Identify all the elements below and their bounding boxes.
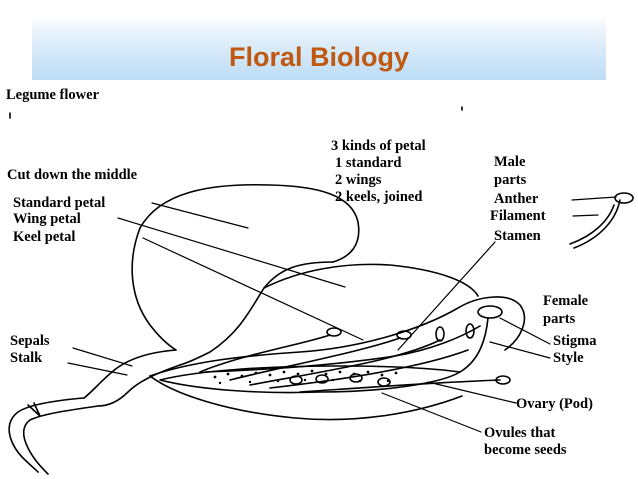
stigma-shape (477, 305, 503, 319)
wing-petal-outline (179, 261, 334, 366)
title-banner (32, 16, 606, 80)
label-ovules-2: become seeds (484, 442, 567, 458)
stalk (8, 397, 99, 475)
label-stamen: Stamen (494, 228, 541, 244)
label-filament: Filament (490, 208, 546, 224)
petal-kind-keels: 2 keels, joined (335, 189, 423, 205)
label-ovules-1: Ovules that (484, 425, 556, 441)
stamens (199, 323, 511, 393)
label-stigma: Stigma (553, 333, 597, 349)
female-parts-title-2: parts (543, 311, 576, 327)
keel-inner-line (204, 325, 481, 373)
label-anther: Anther (494, 191, 539, 207)
label-sepals: Sepals (10, 333, 50, 349)
wing-petal-upper (263, 263, 479, 297)
keel-petal-outline (149, 296, 526, 377)
detached-anther (614, 192, 634, 204)
male-parts-title-2: parts (494, 172, 527, 188)
keel-petal-lower (149, 375, 463, 421)
diagram-heading: Legume flower (6, 87, 100, 103)
label-style: Style (553, 350, 584, 366)
petal-kind-standard: 1 standard (335, 155, 402, 171)
standard-petal-outline (139, 183, 360, 263)
stalk-tip (27, 402, 41, 417)
label-ovary: Ovary (Pod) (516, 396, 593, 412)
label-standard-petal: Standard petal (13, 195, 106, 211)
style-line (459, 317, 489, 373)
petal-kinds-title: 3 kinds of petal (331, 138, 426, 154)
leader-lines (67, 196, 617, 433)
label-wing-petal: Wing petal (13, 211, 81, 227)
female-parts-title-1: Female (543, 293, 589, 309)
label-stalk: Stalk (10, 350, 43, 366)
male-parts-title-1: Male (494, 154, 526, 170)
cut-label: Cut down the middle (7, 167, 138, 183)
label-keel-petal: Keel petal (13, 229, 76, 245)
detached-stamen (569, 199, 621, 249)
petal-kind-wings: 2 wings (335, 172, 382, 188)
slide-title: Floral Biology (228, 42, 409, 72)
standard-petal-left-edge (131, 227, 177, 351)
